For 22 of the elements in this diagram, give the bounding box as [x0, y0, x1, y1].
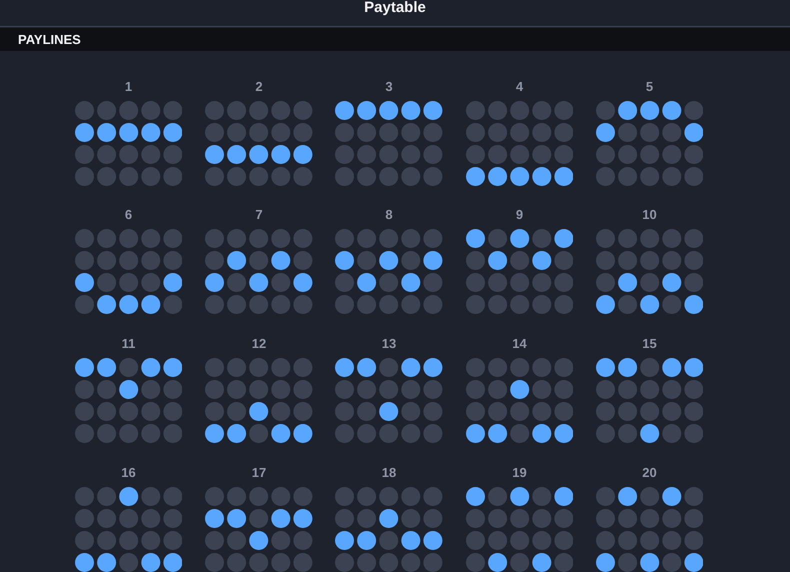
- payline-number: 12: [252, 337, 266, 351]
- payline-number: 5: [646, 80, 654, 94]
- payline-number: 15: [642, 337, 657, 351]
- payline-number: 1: [124, 80, 132, 94]
- payline-number: 14: [512, 337, 527, 351]
- payline-number: 3: [385, 80, 393, 94]
- page-title: Paytable: [364, 0, 426, 15]
- payline-number: 20: [642, 466, 657, 480]
- payline-number: 2: [255, 80, 263, 94]
- payline-number: 9: [516, 208, 524, 222]
- payline-number: 17: [252, 466, 266, 480]
- payline-number: 4: [516, 80, 524, 94]
- payline-number: 11: [122, 337, 136, 351]
- payline-number: 19: [512, 466, 527, 480]
- payline-number: 10: [642, 208, 657, 222]
- payline-number: 7: [255, 208, 263, 222]
- payline-number: 6: [124, 208, 132, 222]
- payline-number: 16: [121, 466, 136, 480]
- payline-number: 13: [382, 337, 396, 351]
- payline-number: 18: [382, 466, 396, 480]
- payline-number: 8: [385, 208, 393, 222]
- section-heading: PAYLINES: [18, 32, 81, 47]
